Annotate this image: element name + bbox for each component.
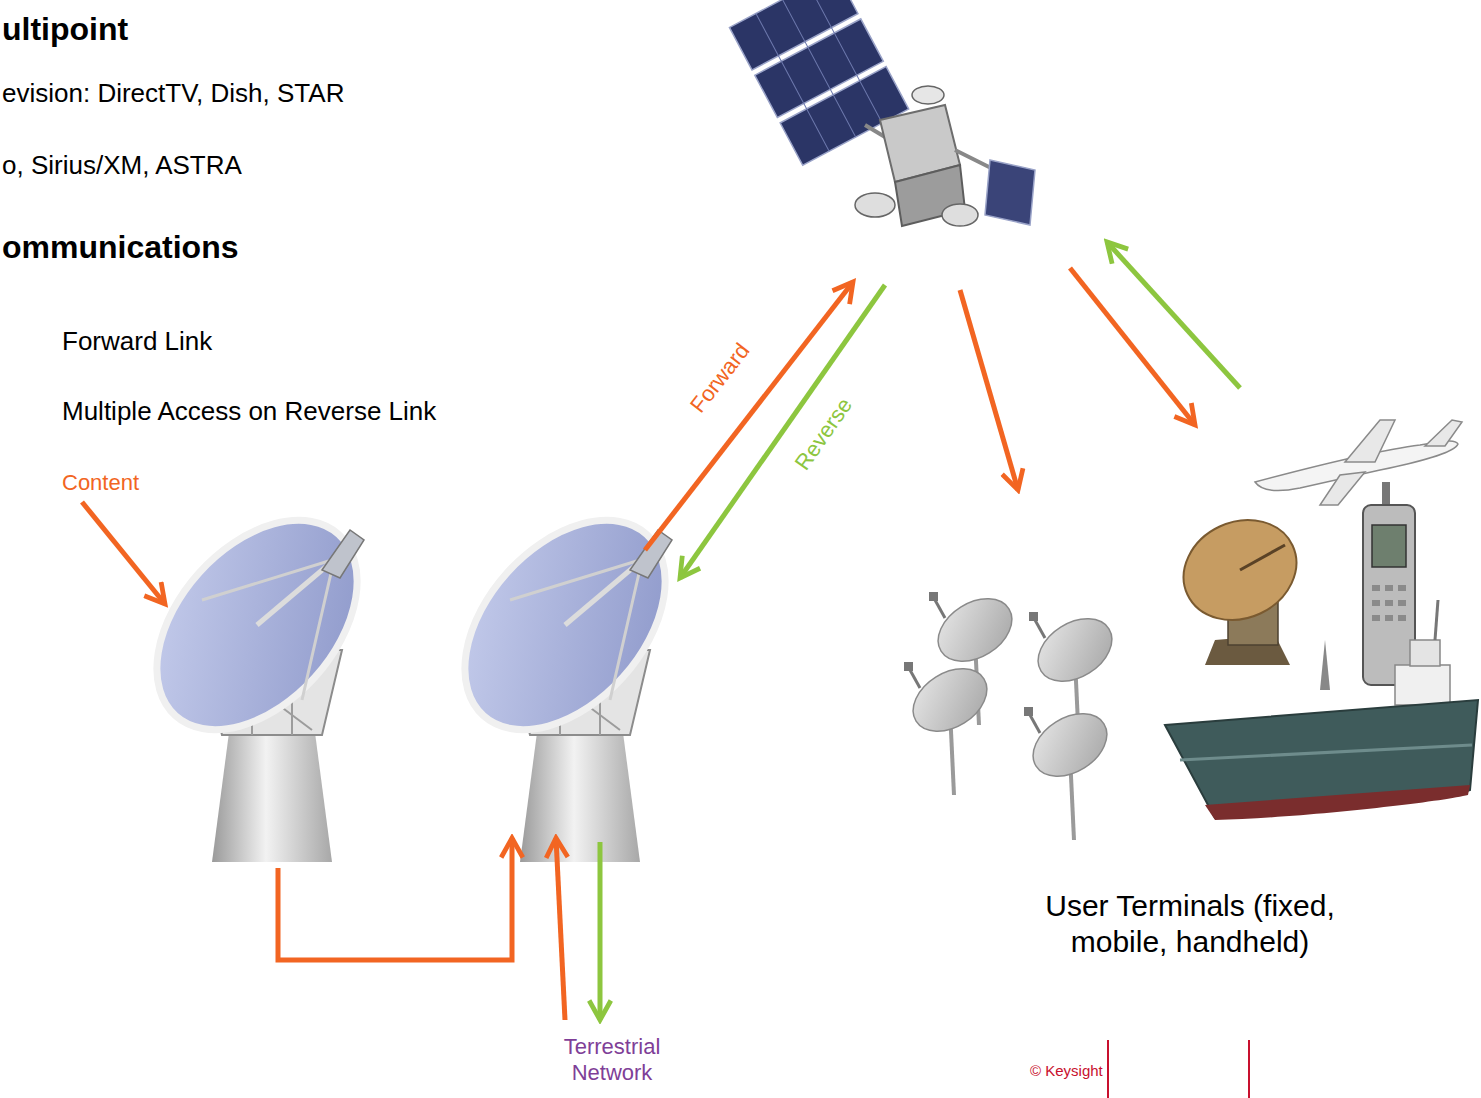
terrestrial-arrow — [598, 842, 603, 1020]
label: ultipoint — [2, 10, 128, 48]
drawing-part — [1395, 665, 1450, 705]
ship — [1165, 600, 1478, 820]
forward-arrow — [1070, 268, 1195, 425]
drawing-part — [756, 0, 882, 151]
label: Forward Link — [62, 326, 212, 357]
drawing-part — [1425, 420, 1462, 446]
drawing-part — [1320, 640, 1330, 690]
user-dish — [1022, 701, 1118, 840]
label: User Terminals (fixed, mobile, handheld) — [1020, 888, 1360, 960]
drawing-part — [1180, 745, 1472, 760]
label: Content — [62, 470, 139, 496]
drawing-part — [1363, 505, 1415, 685]
drawing-part — [1372, 525, 1406, 567]
portable-terminal — [1167, 502, 1313, 665]
terrestrial-arrow — [556, 838, 565, 1020]
drawing-part — [1372, 615, 1380, 621]
label: evision: DirectTV, Dish, STAR — [2, 78, 344, 109]
drawing-part — [1372, 600, 1380, 606]
drawing-part — [1345, 420, 1395, 462]
drawing-part — [1435, 600, 1438, 640]
drawing-part — [1385, 600, 1393, 606]
drawing-part — [1372, 585, 1380, 591]
drawing-part — [1385, 585, 1393, 591]
drawing-part — [1205, 785, 1470, 820]
gateway-dish — [425, 482, 704, 862]
drawing-part — [912, 86, 944, 104]
label: Multiple Access on Reverse Link — [62, 396, 436, 427]
content-arrow — [82, 502, 165, 604]
drawing-part — [1410, 640, 1440, 666]
gateway-dish — [117, 482, 396, 862]
label: © Keysight — [1030, 1062, 1103, 1080]
drawing-part — [1398, 600, 1406, 606]
reverse-arrow — [680, 285, 885, 578]
drawing-part — [855, 193, 895, 217]
airplane — [1255, 420, 1462, 505]
drawing-part — [1320, 472, 1365, 505]
label: Reverse — [790, 393, 859, 475]
drawing-part — [1167, 502, 1313, 638]
user-dish — [902, 656, 998, 795]
drawing-part — [985, 160, 1035, 225]
drawing-part — [942, 204, 978, 226]
drawing-part — [1372, 585, 1406, 621]
drawing-part — [729, 0, 908, 165]
satellite — [729, 0, 1035, 226]
drawing-part — [1385, 615, 1393, 621]
footer-bars — [1108, 1040, 1249, 1098]
drawing-part — [1398, 615, 1406, 621]
reverse-arrow — [1107, 242, 1240, 388]
gateway-link-arrow — [278, 838, 512, 960]
forward-arrow — [960, 290, 1018, 490]
label: Forward — [685, 338, 755, 418]
drawing-part — [1398, 585, 1406, 591]
label: Terrestrial Network — [542, 1034, 682, 1087]
handheld-phone — [1363, 482, 1415, 685]
label: o, Sirius/XM, ASTRA — [2, 150, 242, 181]
label: ommunications — [2, 228, 238, 266]
drawing-part — [1240, 545, 1285, 570]
